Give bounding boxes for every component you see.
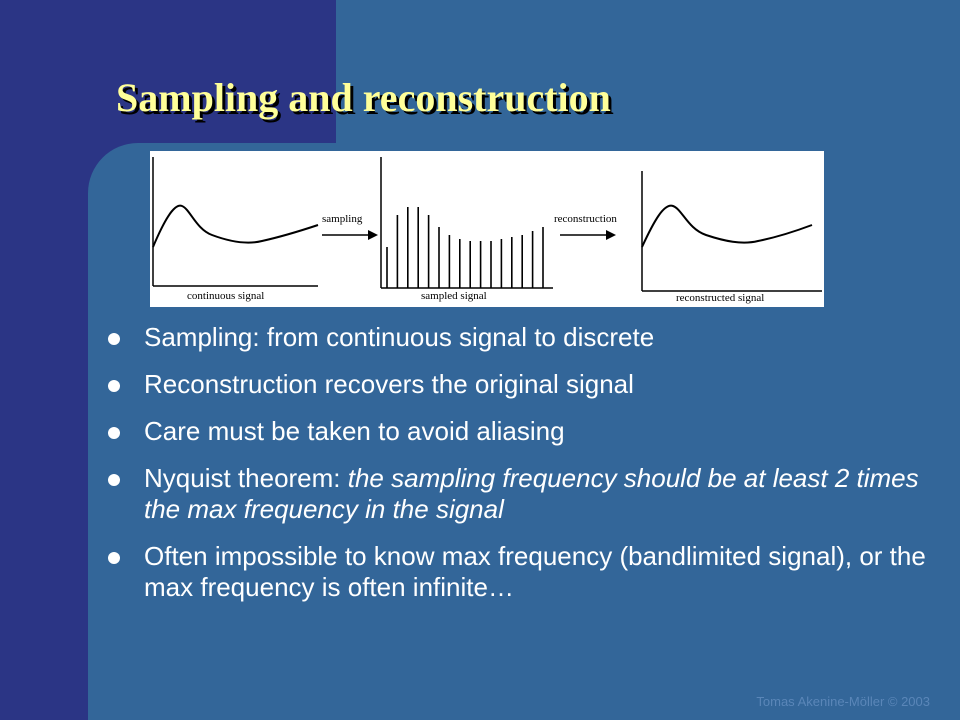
bullet-text: Sampling: from continuous signal to disc… [144,322,655,352]
sampling-figure: continuous signal sampling sampled signa… [150,151,824,307]
reconstruction-arrow: reconstruction [554,213,617,240]
bullet-dot-icon [108,380,120,392]
bullet-text: Care must be taken to avoid aliasing [144,416,565,446]
bullet-item: Nyquist theorem: the sampling frequency … [106,463,926,525]
bullet-item: Sampling: from continuous signal to disc… [106,322,926,353]
sampled-panel: sampled signal [380,157,553,302]
caption-sampled: sampled signal [421,290,487,302]
sampling-arrow: sampling [322,213,378,240]
bullet-dot-icon [108,552,120,564]
bullet-dot-icon [108,333,120,345]
slide-title: Sampling and reconstruction [116,75,611,120]
bullet-text: Reconstruction recovers the original sig… [144,369,634,399]
reconstructed-panel: reconstructed signal [641,171,822,304]
top-band-left [0,0,336,143]
bullet-text: Often impossible to know max frequency (… [144,541,926,602]
reconstructed-curve [641,204,813,248]
bullet-item: Care must be taken to avoid aliasing [106,416,926,447]
caption-continuous: continuous signal [187,290,264,302]
bullet-emphasis: the sampling frequency should be at leas… [144,463,919,524]
footer-copyright: Tomas Akenine-Möller © 2003 [756,694,930,709]
arrow-label-sampling: sampling [322,213,363,225]
bullet-dot-icon [108,427,120,439]
bullet-text: Nyquist theorem: [144,463,348,493]
caption-reconstructed: reconstructed signal [676,292,764,304]
bullet-list: Sampling: from continuous signal to disc… [106,322,926,619]
sample-stems [386,207,544,288]
arrow-label-reconstruction: reconstruction [554,213,617,225]
bullet-item: Reconstruction recovers the original sig… [106,369,926,400]
sampling-diagram: continuous signal sampling sampled signa… [152,157,822,304]
bullet-item: Often impossible to know max frequency (… [106,541,926,603]
bullet-dot-icon [108,474,120,486]
continuous-panel: continuous signal [152,157,319,302]
continuous-curve [152,204,319,248]
